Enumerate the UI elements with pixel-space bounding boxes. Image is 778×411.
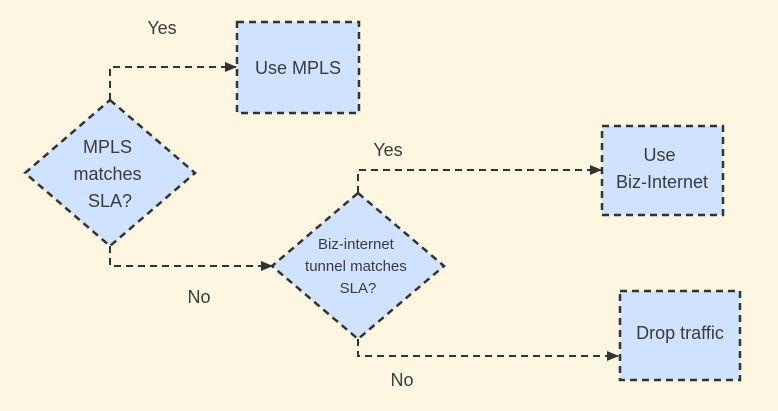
action-use-mpls: Use MPLS: [235, 20, 361, 115]
action-use-biz-internet-line-1: Use: [643, 145, 675, 165]
decision-biz-line-3: SLA?: [340, 280, 377, 297]
decision-biz-line-2: tunnel matches: [305, 258, 407, 275]
edge-label-mpls-no: No: [187, 287, 210, 307]
decision-mpls-shape: [23, 98, 197, 248]
edge-mpls-no-connector: [109, 246, 273, 271]
action-use-mpls-label: Use MPLS: [255, 58, 341, 78]
decision-biz-shape: [270, 191, 446, 341]
edge-label-biz-yes: Yes: [373, 140, 402, 160]
edge-mpls-yes-connector: [109, 62, 237, 100]
action-use-biz-internet-box: [600, 124, 725, 217]
decision-biz-line-1: Biz-internet: [318, 236, 395, 253]
decision-biz-internet-matches-sla: Biz-internet tunnel matches SLA?: [270, 191, 446, 341]
action-drop-traffic-box: [618, 289, 742, 382]
decision-mpls-line-1: MPLS: [83, 137, 132, 157]
edge-label-biz-no: No: [390, 370, 413, 390]
action-drop-traffic-label: Drop traffic: [636, 323, 724, 343]
decision-biz-label: Biz-internet tunnel matches SLA?: [305, 236, 411, 297]
edge-biz-yes-connector: [357, 165, 602, 193]
action-use-biz-internet-label: Use Biz-Internet: [616, 145, 708, 192]
decision-mpls-matches-sla: MPLS matches SLA?: [23, 98, 197, 248]
edge-label-mpls-yes: Yes: [147, 18, 176, 38]
action-drop-traffic: Drop traffic: [618, 289, 742, 382]
edge-biz-no-connector: [357, 339, 619, 361]
decision-mpls-label: MPLS matches SLA?: [73, 137, 146, 211]
decision-mpls-line-3: SLA?: [88, 191, 132, 211]
action-use-biz-internet-line-2: Biz-Internet: [616, 172, 708, 192]
action-use-biz-internet: Use Biz-Internet: [600, 124, 725, 217]
action-use-mpls-box: [235, 20, 361, 115]
decision-mpls-line-2: matches: [73, 164, 141, 184]
